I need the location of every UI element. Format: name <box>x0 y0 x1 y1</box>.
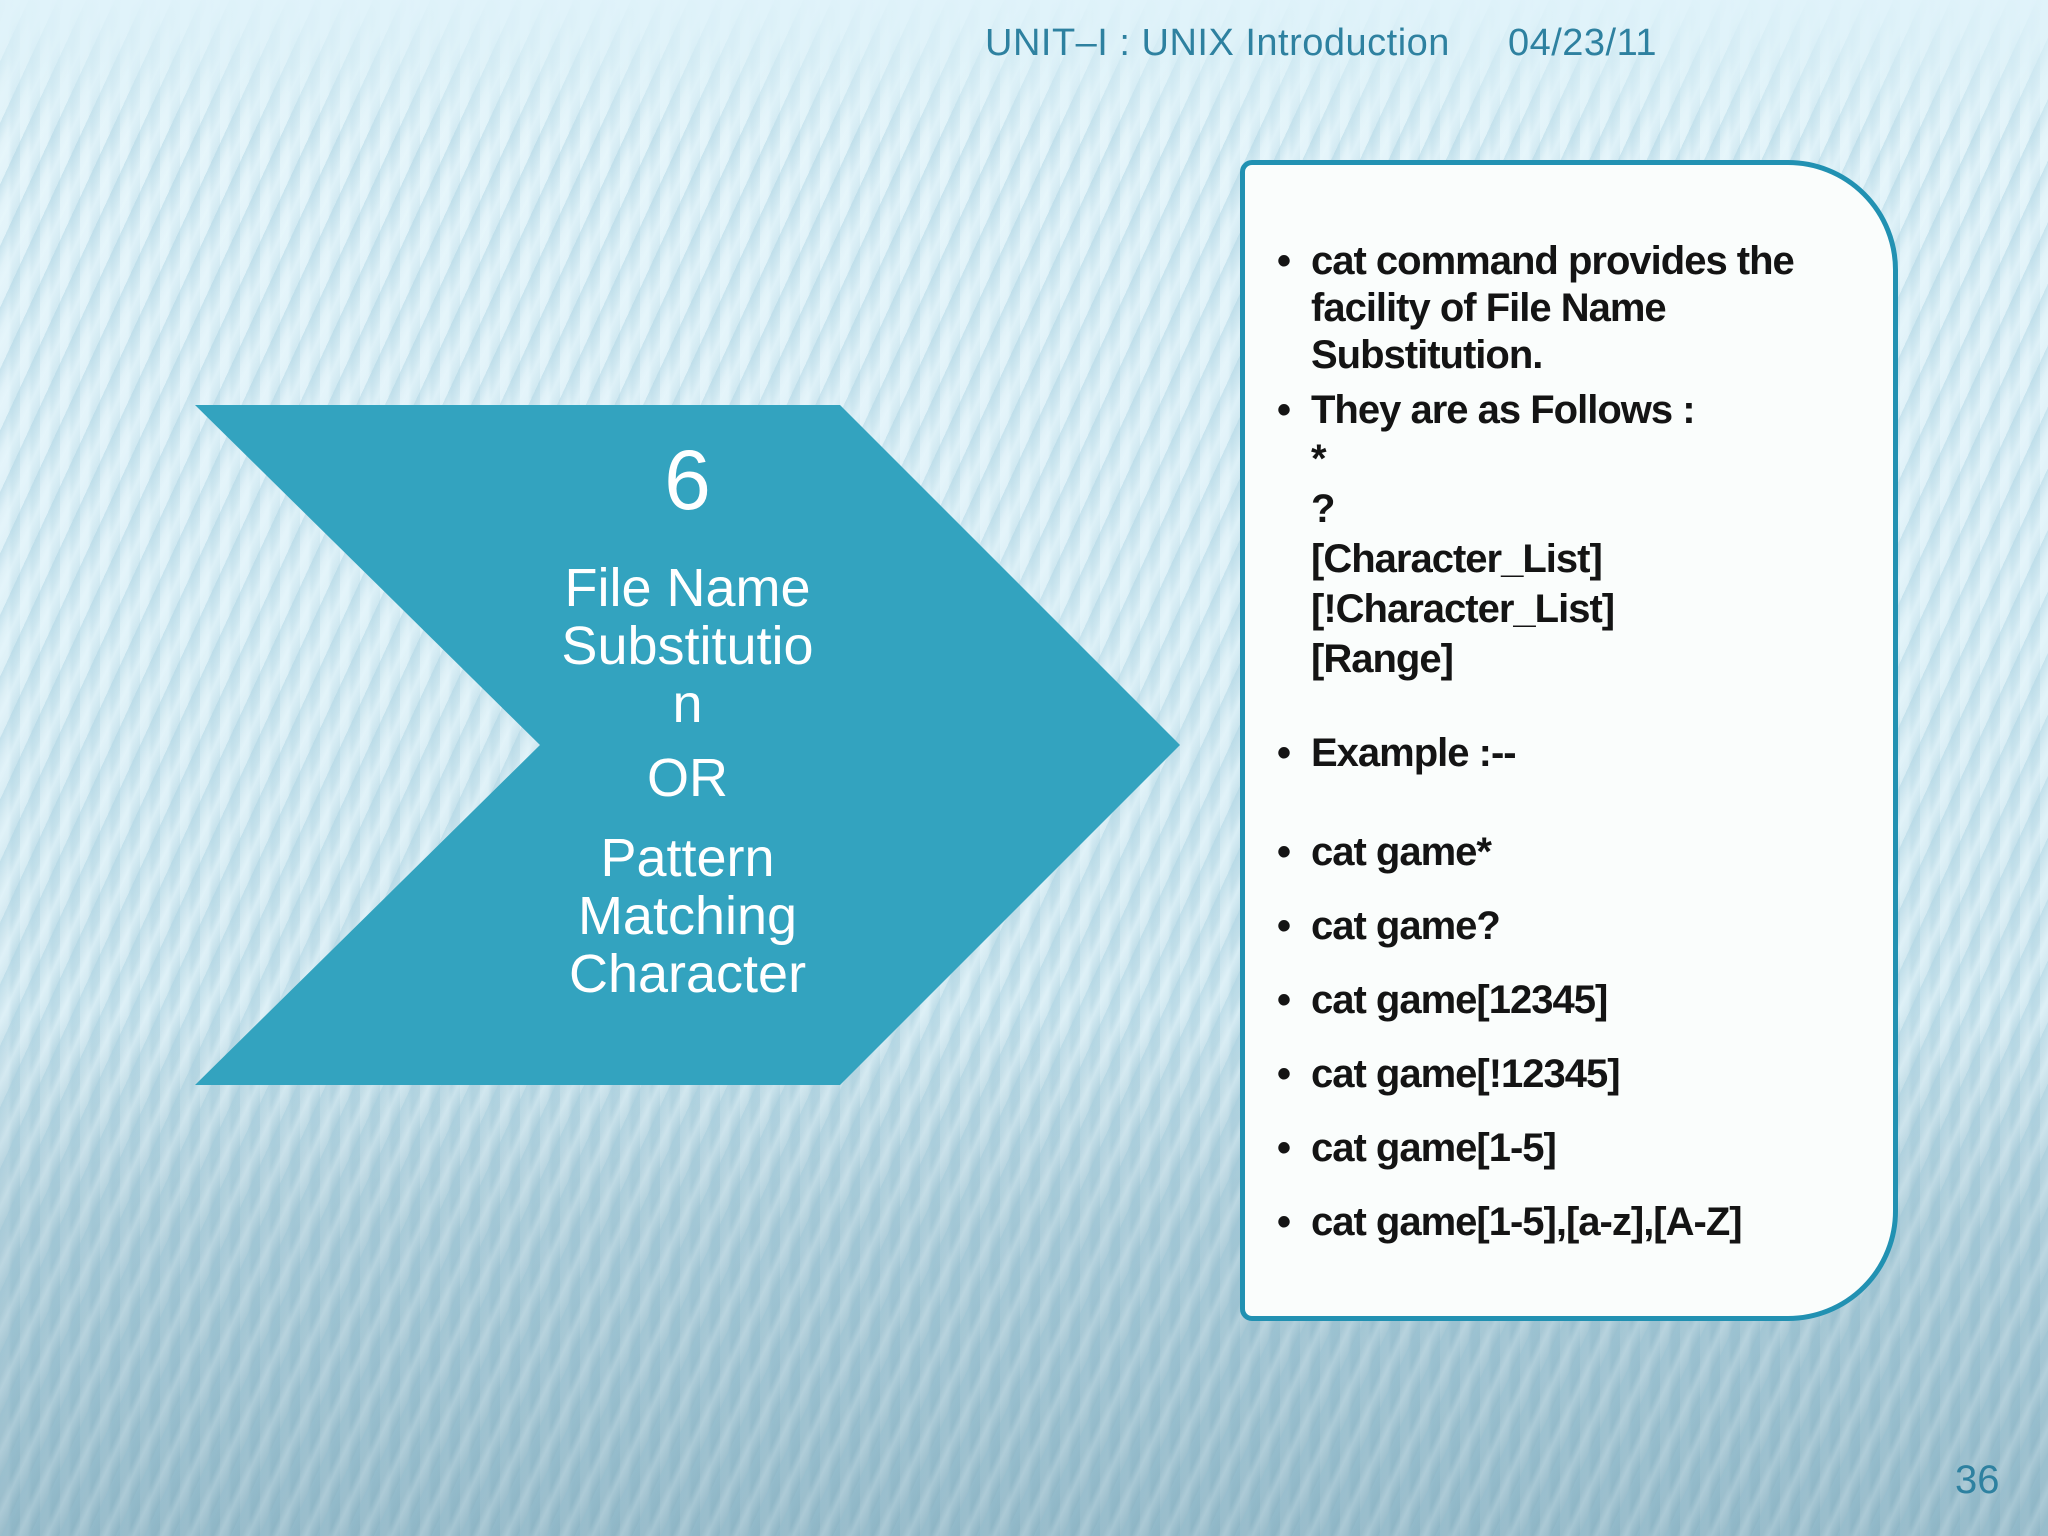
panel-wildcards: * ? [Character_List] [!Character_List] [… <box>1311 437 1615 681</box>
chevron-polygon <box>195 405 1180 1085</box>
example-item: cat game[1-5],[a-z],[A-Z] <box>1245 1199 1865 1246</box>
example-item: cat game[12345] <box>1245 977 1865 1024</box>
header-title: UNIT–I : UNIX Introduction <box>985 22 1450 64</box>
panel-intro: cat command provides the facility of Fil… <box>1245 238 1865 379</box>
example-item: cat game[!12345] <box>1245 1051 1865 1098</box>
header-date: 04/23/11 <box>1507 22 1658 64</box>
page-number: 36 <box>1955 1458 2000 1502</box>
panel-follows-label: They are as Follows : <box>1245 387 1865 434</box>
example-item: cat game? <box>1245 903 1865 950</box>
example-list: cat game* cat game? cat game[12345] cat … <box>1245 829 1865 1246</box>
chevron-arrow-icon <box>195 405 1180 1085</box>
example-item: cat game[1-5] <box>1245 1125 1865 1172</box>
slide-header: UNIT–I : UNIX Introduction 04/23/11 <box>985 22 1657 65</box>
section-connector: OR <box>647 748 728 808</box>
chevron-shape: 6 File Name Substitutio n OR Pattern Mat… <box>195 405 1180 1085</box>
section-title: File Name Substitutio n <box>561 558 814 734</box>
section-subtitle: Pattern Matching Character <box>568 828 807 1004</box>
content-panel: cat command provides the facility of Fil… <box>1240 160 1898 1321</box>
panel-example-label: Example :-- <box>1245 730 1865 777</box>
section-number: 6 <box>664 433 711 527</box>
chevron-content: 6 File Name Substitutio n OR Pattern Mat… <box>195 405 1180 1085</box>
example-item: cat game* <box>1245 829 1865 876</box>
